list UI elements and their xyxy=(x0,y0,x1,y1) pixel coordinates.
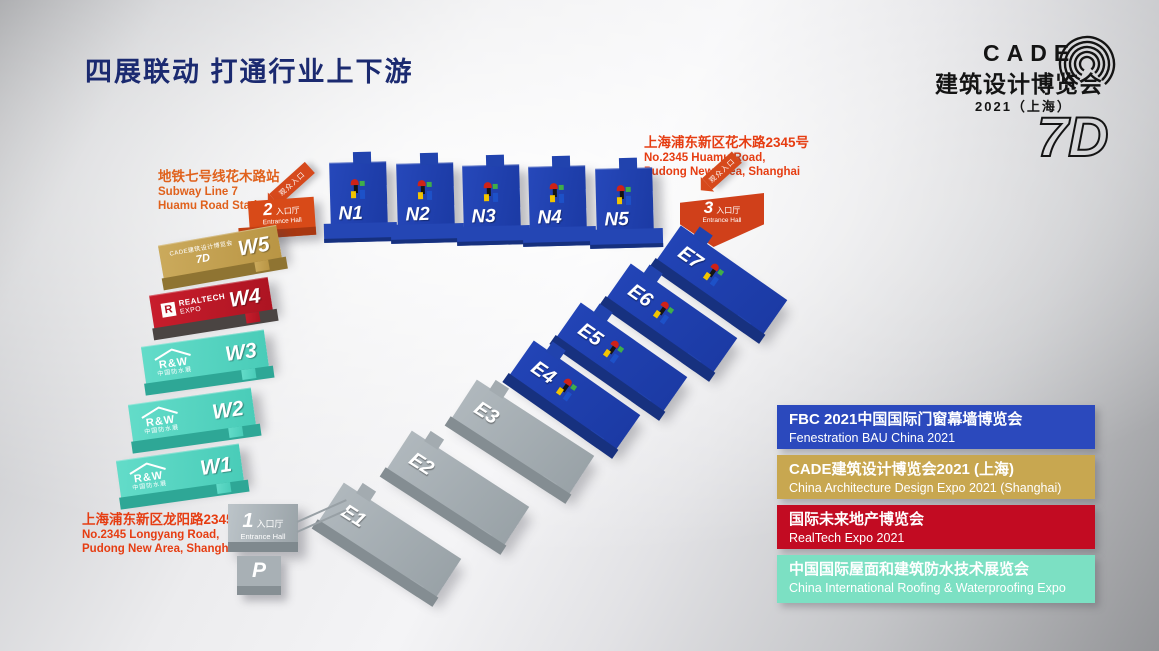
hall-w1: R&W 中国防水展 W1 xyxy=(115,443,250,510)
hall-n3: N3 xyxy=(456,154,531,246)
fbc-logo-icon xyxy=(350,178,366,199)
hall-w5: CADE建筑设计博览会 7D W5 xyxy=(157,224,288,291)
parking-block: P xyxy=(237,556,281,595)
hall-label: N3 xyxy=(471,205,497,228)
hall-label: E2 xyxy=(405,447,438,480)
hall-label: E5 xyxy=(574,318,607,351)
legend-item-fbc: FBC 2021中国国际门窗幕墙博览会 Fenestration BAU Chi… xyxy=(777,405,1095,449)
legend-item-cade: CADE建筑设计博览会2021 (上海) China Architecture … xyxy=(777,455,1095,499)
page-title: 四展联动 打通行业上下游 xyxy=(85,57,414,87)
fbc-logo-icon xyxy=(652,300,676,325)
fbc-logo-icon xyxy=(602,339,626,364)
hall-label: N1 xyxy=(338,202,364,225)
hall-label: E3 xyxy=(470,396,503,429)
hall-label: N2 xyxy=(405,203,431,226)
rw-roof-icon xyxy=(129,462,166,475)
hall-n1: N1 xyxy=(323,151,398,243)
hall-w3: R&W 中国防水展 W3 xyxy=(140,329,275,396)
brand-name: CADE xyxy=(983,40,1077,66)
legend-item-roofing: 中国国际屋面和建筑防水技术展览会 China International Roo… xyxy=(777,555,1095,603)
hall-label: E7 xyxy=(674,241,707,274)
legend: FBC 2021中国国际门窗幕墙博览会 Fenestration BAU Chi… xyxy=(777,405,1095,609)
cade-7d-mark-icon: 7D xyxy=(1036,106,1110,169)
hall-w2: R&W 中国防水展 W2 xyxy=(127,387,262,454)
fbc-logo-icon xyxy=(616,184,632,205)
hall-n5: N5 xyxy=(589,157,664,249)
hall-n2: N2 xyxy=(390,152,465,244)
hall-n4: N4 xyxy=(522,155,597,247)
fbc-logo-icon xyxy=(555,377,579,402)
rw-roof-icon xyxy=(141,406,178,419)
svg-text:7D: 7D xyxy=(1037,106,1109,168)
hall-label: W5 xyxy=(236,231,272,261)
hall-label: W3 xyxy=(223,338,259,366)
fbc-logo-icon xyxy=(417,179,433,200)
hall-label: E6 xyxy=(624,279,657,312)
hall-label: W2 xyxy=(210,396,246,424)
cade-mini-logo: CADE建筑设计博览会 7D xyxy=(169,240,234,266)
rw-logo: R&W 中国防水展 xyxy=(152,345,195,378)
hall-label: E4 xyxy=(527,356,560,389)
hall-label: N5 xyxy=(604,208,630,231)
hall-label: W4 xyxy=(227,283,263,312)
hall-label: E1 xyxy=(337,499,370,532)
fbc-logo-icon xyxy=(702,262,726,287)
fbc-logo-icon xyxy=(549,182,565,203)
cade-logo-e-icon xyxy=(1058,35,1116,93)
hall-label: N4 xyxy=(537,206,563,229)
subway-note: 地铁七号线花木路站 Subway Line 7 Huamu Road Stati… xyxy=(158,169,280,213)
rw-logo: R&W 中国防水展 xyxy=(127,459,170,492)
rw-roof-icon xyxy=(154,348,191,361)
legend-item-realtech: 国际未来地产博览会 RealTech Expo 2021 xyxy=(777,505,1095,549)
rw-logo: R&W 中国防水展 xyxy=(139,403,182,436)
cade-brand-logo: CADE 建筑设计博览会 2021（上海） 7D xyxy=(885,35,1143,184)
hall-label: W1 xyxy=(198,452,234,480)
brand-year: 2021（上海） xyxy=(975,99,1072,114)
fbc-logo-icon xyxy=(483,181,499,202)
longyang-address-note: 上海浦东新区龙阳路2345号 No.2345 Longyang Road, Pu… xyxy=(82,512,248,556)
